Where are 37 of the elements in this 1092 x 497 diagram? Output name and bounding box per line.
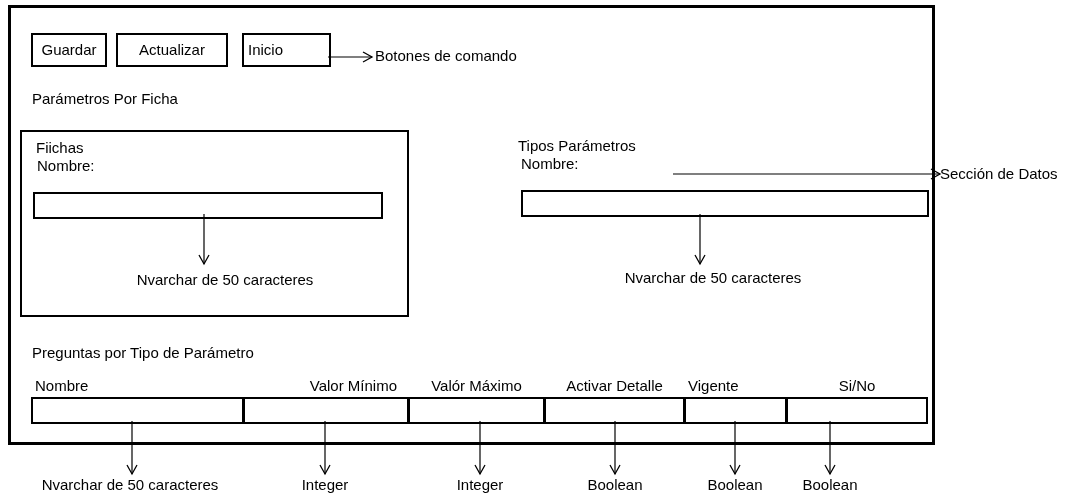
command-button: Actualizar bbox=[116, 33, 228, 67]
section-heading: Tipos Parámetros bbox=[518, 136, 636, 156]
annotation-text: Boolean bbox=[695, 474, 775, 496]
command-button: Inicio bbox=[242, 33, 331, 67]
column-header: Valor Mínimo bbox=[309, 376, 397, 396]
arrow bbox=[327, 51, 373, 63]
annotation-text: Botones de comando bbox=[375, 45, 545, 67]
section-heading: Preguntas por Tipo de Parámetro bbox=[32, 343, 254, 363]
column-header: Nombre bbox=[35, 376, 89, 396]
annotation-text: Boolean bbox=[575, 474, 655, 496]
annotation-text: Integer bbox=[285, 474, 365, 496]
annotation-text: Sección de Datos bbox=[940, 163, 1085, 185]
column-header: Si/No bbox=[838, 376, 876, 396]
arrow bbox=[126, 420, 138, 475]
annotation-text: Boolean bbox=[790, 474, 870, 496]
column-header: Valór Máximo bbox=[431, 376, 522, 396]
arrow bbox=[319, 420, 331, 475]
form-panel bbox=[20, 130, 409, 317]
annotation-text: Nvarchar de 50 caracteres bbox=[30, 474, 230, 496]
panel-title: Fiichas bbox=[36, 138, 84, 158]
arrow bbox=[609, 420, 621, 475]
annotation-text: Nvarchar de 50 caracteres bbox=[130, 269, 320, 291]
arrow bbox=[672, 168, 941, 180]
annotation-text: Integer bbox=[440, 474, 520, 496]
arrow bbox=[824, 420, 836, 475]
command-button: Guardar bbox=[31, 33, 107, 67]
arrow bbox=[474, 420, 486, 475]
column-header: Activar Detalle bbox=[566, 376, 663, 396]
field-label: Nombre: bbox=[37, 156, 95, 176]
window-frame bbox=[8, 5, 935, 445]
annotation-text: Nvarchar de 50 caracteres bbox=[608, 267, 818, 289]
arrow bbox=[694, 213, 706, 265]
section-heading: Parámetros Por Ficha bbox=[32, 89, 178, 109]
arrow bbox=[198, 213, 210, 265]
arrow bbox=[729, 420, 741, 475]
column-header: Vigente bbox=[688, 376, 739, 396]
field-label: Nombre: bbox=[521, 154, 579, 174]
